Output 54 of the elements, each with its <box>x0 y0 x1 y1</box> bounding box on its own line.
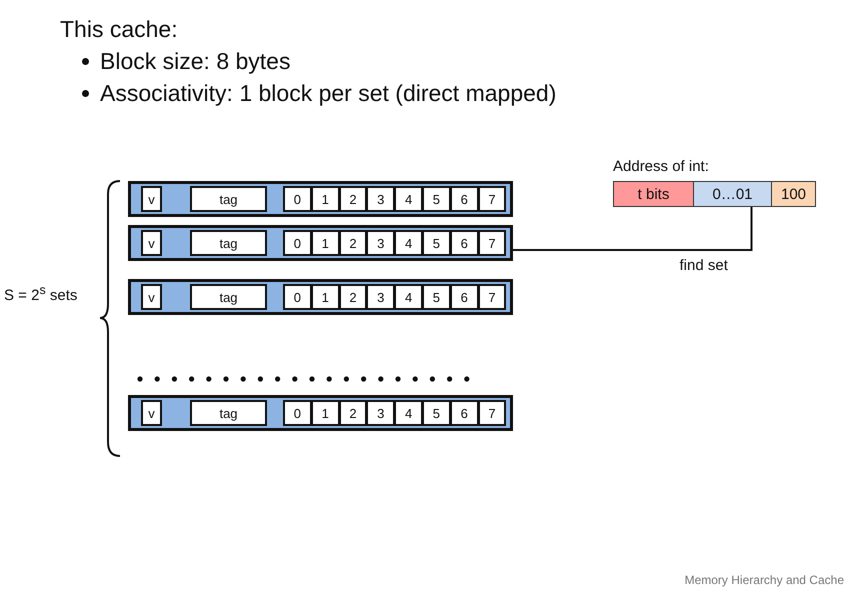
tag-cell: tag <box>190 186 267 212</box>
valid-bit-cell: v <box>141 186 162 212</box>
byte-cell: 6 <box>450 284 479 310</box>
byte-cell: 0 <box>283 230 312 256</box>
byte-cell: 2 <box>338 284 368 310</box>
byte-cell: 1 <box>310 400 340 426</box>
byte-cell: 6 <box>450 230 479 256</box>
byte-cell: 4 <box>394 230 423 256</box>
byte-cell: 3 <box>366 186 396 212</box>
byte-cell: 2 <box>338 400 368 426</box>
byte-cell: 1 <box>310 230 340 256</box>
valid-bit-cell: v <box>141 400 162 426</box>
set-count-label: S = 2$^{s}$ sets <box>4 283 78 304</box>
byte-cell: 3 <box>366 400 396 426</box>
tag-cell: tag <box>190 284 267 310</box>
byte-cell: 1 <box>310 284 340 310</box>
byte-cell: 0 <box>283 284 312 310</box>
byte-cell: 4 <box>394 284 423 310</box>
address-field: t bits <box>613 181 694 207</box>
bullet-text: Block size: 8 bytes <box>100 48 290 75</box>
heading: This cache: <box>60 16 178 43</box>
byte-cell: 5 <box>422 186 451 212</box>
byte-cell: 4 <box>394 400 423 426</box>
byte-cell: 7 <box>478 230 506 256</box>
byte-cell: 4 <box>394 186 423 212</box>
tag-cell: tag <box>190 230 267 256</box>
byte-cell: 1 <box>310 186 340 212</box>
valid-bit-cell: v <box>141 230 162 256</box>
byte-cell: 3 <box>366 230 396 256</box>
cache-set-row <box>128 395 513 431</box>
address-field: 100 <box>771 181 816 207</box>
byte-cell: 5 <box>422 230 451 256</box>
byte-cell: 2 <box>338 230 368 256</box>
byte-cell: 6 <box>450 186 479 212</box>
tag-cell: tag <box>190 400 267 426</box>
byte-cell: 3 <box>366 284 396 310</box>
footer-text: Memory Hierarchy and Cache <box>684 573 844 587</box>
address-field: 0…01 <box>693 181 772 207</box>
byte-cell: 6 <box>450 400 479 426</box>
byte-cell: 0 <box>283 400 312 426</box>
address-heading: Address of int: <box>613 158 709 175</box>
byte-cell: 5 <box>422 400 451 426</box>
byte-cell: 7 <box>478 186 506 212</box>
valid-bit-cell: v <box>141 284 162 310</box>
byte-cell: 7 <box>478 400 506 426</box>
cache-set-row <box>128 279 513 315</box>
connector-line <box>513 207 752 251</box>
byte-cell: 5 <box>422 284 451 310</box>
byte-cell: 0 <box>283 186 312 212</box>
byte-cell: 2 <box>338 186 368 212</box>
byte-cell: 7 <box>478 284 506 310</box>
bullet-text: Associativity: 1 block per set (direct mapped) <box>100 80 556 107</box>
cache-set-row <box>128 181 513 217</box>
cache-set-row <box>128 225 513 261</box>
